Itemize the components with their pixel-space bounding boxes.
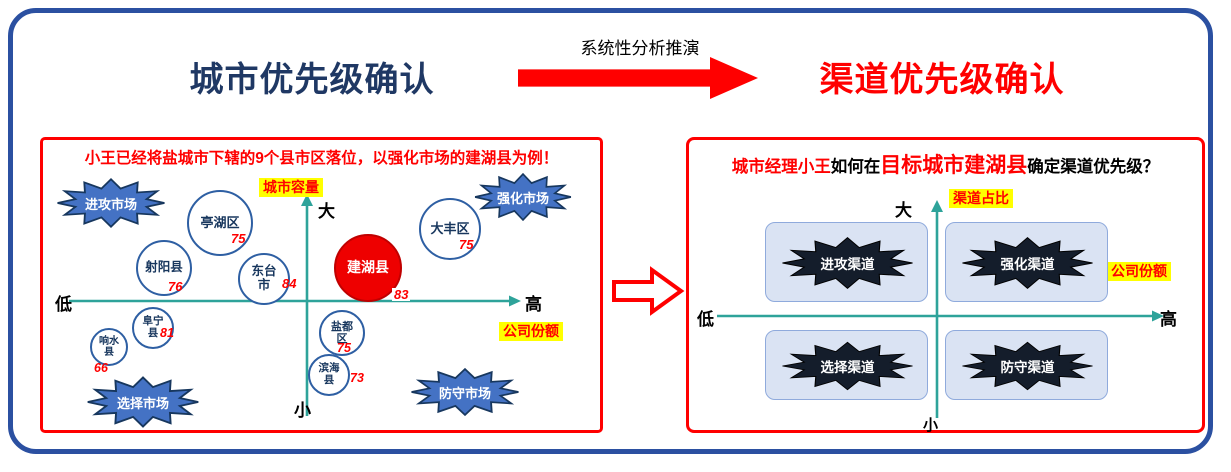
outer-frame <box>8 8 1213 454</box>
city-bubble-tinghu: 亭湖区 75 <box>187 190 253 256</box>
city-value: 75 <box>459 237 474 252</box>
city-priority-panel: 小王已经将盐城市下辖的9个县市区落位，以强化市场的建湖县为例！ 城市容量 大 小… <box>40 137 603 433</box>
select-market-label: 选择市场 <box>116 395 169 411</box>
city-name: 盐都区 <box>331 320 353 345</box>
strengthen-market-burst: 强化市场 <box>471 169 575 225</box>
city-bubble-dongtai: 东台市 84 <box>238 253 296 305</box>
city-bubble-dafeng: 大丰区 75 <box>419 198 481 260</box>
city-value: 83 <box>392 287 411 302</box>
city-priority-title: 城市优先级确认 <box>189 61 435 99</box>
x-max-label: 高 <box>525 295 542 314</box>
city-name: 射阳县 <box>145 260 183 275</box>
city-value: 76 <box>168 279 183 294</box>
city-value: 73 <box>350 371 364 385</box>
caption-target-city: 目标城市建湖县 <box>880 154 1028 177</box>
attack-channel-label: 进攻渠道 <box>820 257 875 272</box>
attack-channel-burst: 进攻渠道 <box>778 233 917 293</box>
select-channel-box: 选择渠道 <box>765 330 928 400</box>
company-share-axis-label: 公司份额 <box>1107 262 1171 281</box>
city-value: 75 <box>337 341 351 355</box>
channel-priority-panel: 城市经理小王如何在目标城市建湖县确定渠道优先级？ 大 渠道占比 小 低 高 公司… <box>686 137 1205 434</box>
y-min-label: 小 <box>294 401 311 420</box>
y-max-label: 大 <box>895 201 912 220</box>
defend-channel-box: 防守渠道 <box>945 330 1108 400</box>
defend-channel-label: 防守渠道 <box>1000 360 1055 375</box>
city-name: 亭湖区 <box>200 214 240 230</box>
defend-market-burst: 防守市场 <box>407 364 523 420</box>
select-market-burst: 选择市场 <box>83 372 203 432</box>
strengthen-market-label: 强化市场 <box>496 190 549 206</box>
company-share-axis-label: 公司份额 <box>499 322 563 341</box>
city-name: 阜宁县 <box>142 315 164 339</box>
strengthen-channel-burst: 强化渠道 <box>958 233 1097 293</box>
flow-arrow-icon <box>518 57 758 99</box>
transform-arrow-icon <box>612 266 685 316</box>
defend-channel-burst: 防守渠道 <box>958 338 1097 394</box>
city-value: 81 <box>160 326 174 340</box>
city-bubble-xiangshui: 响水县 66 <box>90 328 128 374</box>
defend-market-label: 防守市场 <box>438 385 491 401</box>
y-min-label: 小 <box>923 417 939 434</box>
x-max-label: 高 <box>1160 310 1177 329</box>
strengthen-channel-box: 强化渠道 <box>945 222 1108 302</box>
caption-question: 确定渠道优先级？ <box>1027 158 1160 176</box>
right-panel-caption: 城市经理小王如何在目标城市建湖县确定渠道优先级？ <box>689 149 1202 179</box>
city-bubble-sheyang: 射阳县 76 <box>136 240 192 296</box>
city-bubble-jianhu-target: 建湖县 83 <box>334 234 411 302</box>
city-name: 建湖县 <box>347 259 389 276</box>
channel-priority-title: 渠道优先级确认 <box>819 61 1065 99</box>
city-bubble-binhai: 滨海县 73 <box>308 354 364 396</box>
city-name: 大丰区 <box>430 220 470 236</box>
attack-market-label: 进攻市场 <box>84 196 137 212</box>
attack-channel-box: 进攻渠道 <box>765 222 928 302</box>
caption-manager: 城市经理小王 <box>731 158 831 176</box>
city-value: 66 <box>94 361 108 375</box>
caption-howto: 如何在 <box>830 158 881 176</box>
city-name: 滨海县 <box>318 362 340 386</box>
city-value: 84 <box>282 276 297 291</box>
flow-arrow-label: 系统性分析推演 <box>580 39 700 58</box>
select-channel-label: 选择渠道 <box>820 360 875 375</box>
x-min-label: 低 <box>55 295 72 314</box>
city-value: 75 <box>231 231 246 246</box>
city-capacity-axis-label: 城市容量 <box>259 178 323 197</box>
strengthen-channel-label: 强化渠道 <box>1000 257 1055 272</box>
select-channel-burst: 选择渠道 <box>778 338 917 394</box>
attack-market-burst: 进攻市场 <box>53 174 169 232</box>
channel-share-axis-label: 渠道占比 <box>949 189 1013 208</box>
city-name: 东台市 <box>251 264 277 292</box>
y-max-label: 大 <box>318 202 335 221</box>
city-bubble-funing: 阜宁县 81 <box>132 307 174 349</box>
left-panel-caption: 小王已经将盐城市下辖的9个县市区落位，以强化市场的建湖县为例！ <box>84 150 559 167</box>
city-name: 响水县 <box>99 336 119 358</box>
city-bubble-yandu: 盐都区 75 <box>319 310 365 356</box>
x-min-label: 低 <box>697 310 714 329</box>
